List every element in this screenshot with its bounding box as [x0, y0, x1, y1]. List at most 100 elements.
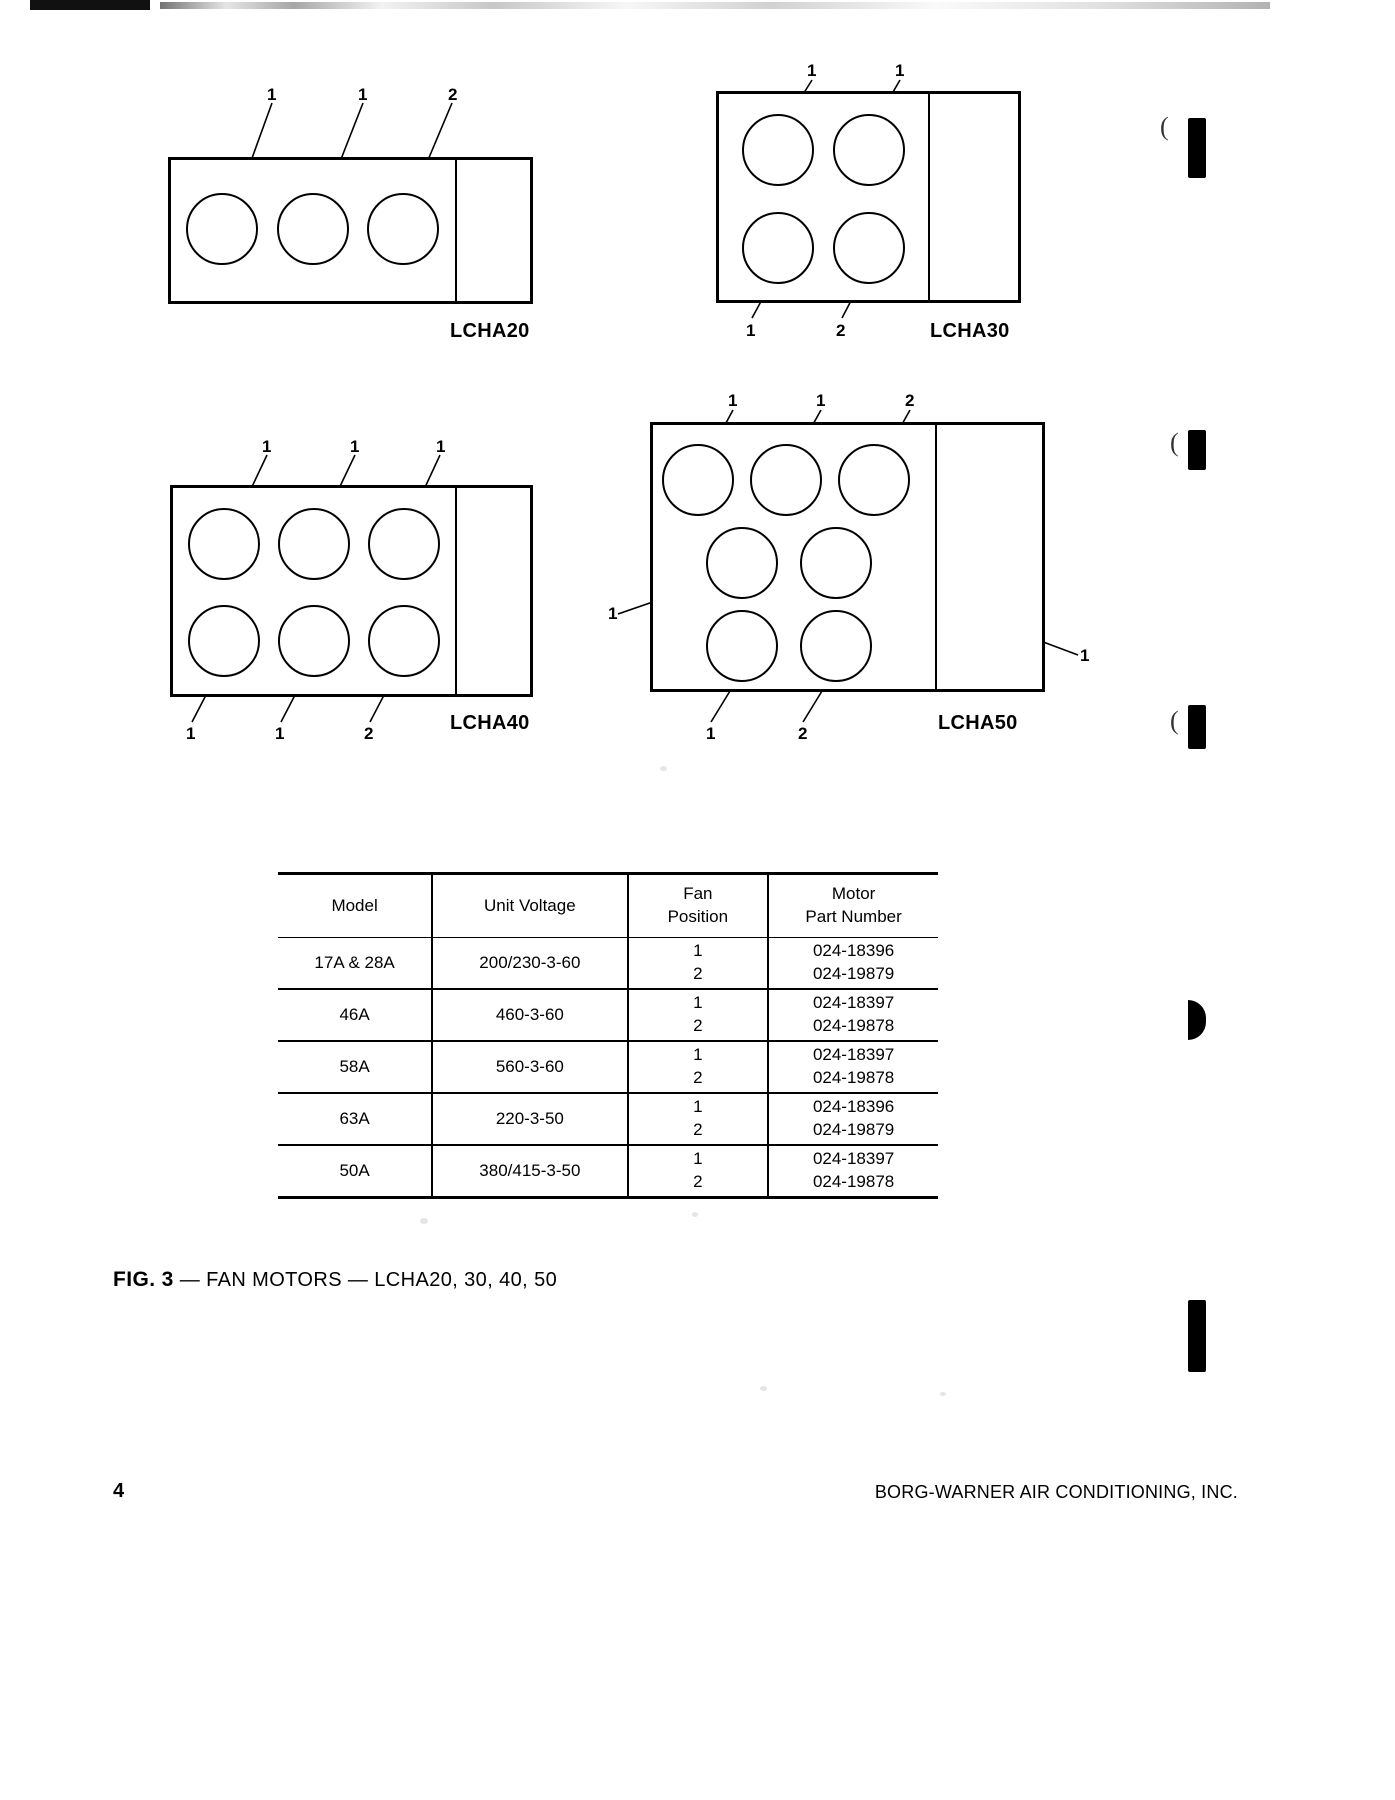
fan-position-value: 1: [693, 1097, 703, 1117]
callout-lcha50-5: 1: [1080, 646, 1090, 665]
part-number-value: 024-18396: [812, 1097, 895, 1117]
column-header-model: Model: [278, 872, 434, 938]
model-label-lcha20: LCHA20: [450, 320, 530, 342]
callout-lcha40-4: 1: [186, 724, 196, 743]
diagram-lcha50: 1 1 2 1 1 1 2 LCHA50: [0, 0, 1150, 760]
callout-lcha20-2: 1: [358, 85, 368, 104]
cell-part-number: 024-18396 024-19879: [768, 937, 938, 990]
column-header-fan-position: Fan Position: [627, 872, 770, 938]
table-header-row: Model Unit Voltage Fan Position Motor: [278, 872, 938, 938]
cell-fan-position: 1 2: [627, 989, 770, 1042]
fan-circle: [188, 508, 260, 580]
diagram-lcha30: 1 1 1 2 LCHA30: [0, 0, 1100, 360]
cell-fan-position: 1 2: [627, 1093, 770, 1146]
binder-mark-3: [1188, 705, 1206, 749]
callout-lcha30-2: 1: [895, 61, 905, 80]
fan-circle: [277, 193, 349, 265]
part-number-value: 024-19878: [812, 1172, 895, 1191]
binder-mark-4: [1188, 1000, 1206, 1040]
fan-position-value: 2: [693, 964, 703, 983]
fan-circle: [188, 605, 260, 677]
cell-part-number: 024-18397 024-19878: [768, 1145, 938, 1199]
fan-motor-spec-table: Model Unit Voltage Fan Position Motor: [278, 872, 938, 1199]
cell-model: 58A: [278, 1041, 434, 1094]
page-number: 4: [113, 1480, 125, 1502]
fan-position-value: 2: [693, 1172, 703, 1191]
fan-position-value: 2: [693, 1068, 703, 1087]
fan-circle: [800, 527, 872, 599]
part-number-value: 024-19878: [812, 1068, 895, 1087]
header-text: Part Number: [805, 907, 902, 926]
cell-fan-position: 1 2: [627, 1145, 770, 1199]
fan-circle: [833, 114, 905, 186]
fan-circle: [368, 605, 440, 677]
scan-speckle: [420, 1218, 428, 1224]
binder-mark-5: [1188, 1300, 1206, 1372]
binder-mark-2: [1188, 430, 1206, 470]
column-header-unit-voltage: Unit Voltage: [432, 872, 629, 938]
callout-lcha40-3: 1: [436, 437, 446, 456]
cell-voltage: 460-3-60: [432, 989, 629, 1042]
unit-divider-lcha40: [455, 486, 457, 696]
figure-caption-text: — FAN MOTORS — LCHA20, 30, 40, 50: [179, 1269, 558, 1291]
scan-edge-artifact: [30, 0, 150, 10]
fan-circle: [750, 444, 822, 516]
scan-speckle: [692, 1212, 698, 1217]
fan-position-value: 2: [693, 1120, 703, 1139]
diagram-lcha20: 1 1 2 LCHA20: [0, 0, 600, 360]
binder-mark-1: [1188, 118, 1206, 178]
diagram-lcha40: 1 1 1 1 1 2 LCHA40: [0, 0, 600, 760]
fan-circle: [278, 508, 350, 580]
header-text: Position: [667, 907, 729, 926]
table-row: 46A 460-3-60 1 2 024-18397 024-19878: [278, 989, 938, 1042]
callout-lcha50-7: 2: [798, 724, 808, 743]
table-row: 58A 560-3-60 1 2 024-18397 024-19878: [278, 1041, 938, 1094]
binder-arc-1: (: [1160, 112, 1169, 141]
model-label-lcha50: LCHA50: [938, 712, 1018, 734]
header-text: Unit Voltage: [484, 895, 576, 915]
cell-model: 46A: [278, 989, 434, 1042]
scan-speckle: [760, 1386, 767, 1391]
callout-lcha40-2: 1: [350, 437, 360, 456]
cell-voltage: 200/230-3-60: [432, 937, 629, 990]
figure-caption-label: FIG. 3: [113, 1268, 174, 1291]
cell-voltage: 220-3-50: [432, 1093, 629, 1146]
callout-lcha40-1: 1: [262, 437, 272, 456]
cell-voltage: 560-3-60: [432, 1041, 629, 1094]
cell-part-number: 024-18397 024-19878: [768, 1041, 938, 1094]
fan-circle: [838, 444, 910, 516]
column-header-motor-part-number: Motor Part Number: [768, 872, 938, 938]
callout-lcha40-5: 1: [275, 724, 285, 743]
table-row: 17A & 28A 200/230-3-60 1 2 024-18396 024…: [278, 937, 938, 990]
fan-circle: [742, 212, 814, 284]
fan-position-value: 1: [693, 993, 703, 1013]
header-text: Fan: [683, 884, 713, 904]
scan-top-smudge: [160, 2, 1270, 9]
header-text: Model: [331, 895, 378, 915]
binder-arc-2: (: [1170, 428, 1179, 457]
cell-part-number: 024-18397 024-19878: [768, 989, 938, 1042]
cell-part-number: 024-18396 024-19879: [768, 1093, 938, 1146]
callout-lcha30-4: 2: [836, 321, 846, 340]
fan-circle: [706, 527, 778, 599]
table-row: 50A 380/415-3-50 1 2 024-18397 024-19878: [278, 1145, 938, 1199]
footer-company-name: BORG-WARNER AIR CONDITIONING, INC.: [874, 1482, 1238, 1502]
part-number-value: 024-19879: [812, 1120, 895, 1139]
cell-model: 63A: [278, 1093, 434, 1146]
fan-position-value: 2: [693, 1016, 703, 1035]
fan-circle: [367, 193, 439, 265]
fan-circle: [742, 114, 814, 186]
part-number-value: 024-18396: [812, 941, 895, 961]
fan-circle: [706, 610, 778, 682]
callout-lcha40-6: 2: [364, 724, 374, 743]
fan-circle: [662, 444, 734, 516]
table-row: 63A 220-3-50 1 2 024-18396 024-19879: [278, 1093, 938, 1146]
fan-circle: [800, 610, 872, 682]
fan-circle: [186, 193, 258, 265]
part-number-value: 024-18397: [812, 1045, 895, 1065]
callout-lcha20-3: 2: [448, 85, 458, 104]
binder-arc-3: (: [1170, 706, 1179, 735]
fan-position-value: 1: [693, 941, 703, 961]
header-text: Motor: [831, 884, 876, 904]
figure-caption: FIG. 3 — FAN MOTORS — LCHA20, 30, 40, 50: [113, 1268, 557, 1292]
